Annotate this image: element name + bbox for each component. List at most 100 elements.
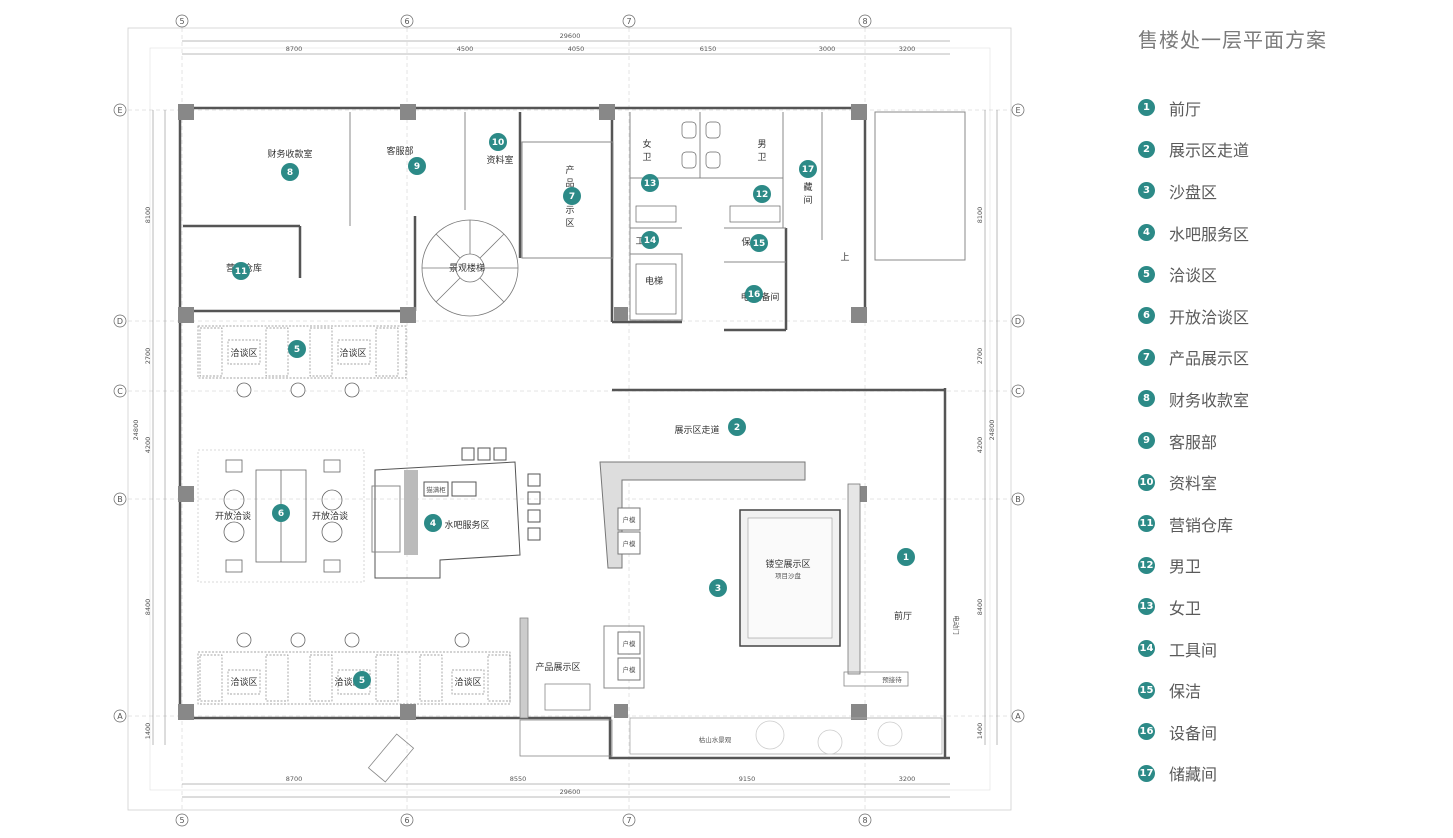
svg-text:6150: 6150 [700, 45, 717, 53]
svg-text:1400: 1400 [144, 723, 152, 740]
legend-label: 开放洽谈区 [1169, 307, 1250, 327]
legend-label: 设备间 [1169, 723, 1218, 743]
svg-text:洽谈区: 洽谈区 [230, 347, 257, 359]
legend-label: 女卫 [1169, 598, 1202, 618]
svg-text:水吧服务区: 水吧服务区 [444, 519, 489, 531]
svg-text:开放洽谈: 开放洽谈 [215, 510, 251, 522]
svg-text:5: 5 [359, 676, 365, 686]
svg-text:8100: 8100 [976, 207, 984, 224]
legend-label: 男卫 [1169, 557, 1202, 577]
svg-text:13: 13 [644, 179, 657, 189]
svg-text:项目沙盘: 项目沙盘 [775, 571, 802, 580]
number-badge: 17 [1138, 764, 1155, 782]
legend-item: 10 资料室 [1138, 461, 1438, 503]
svg-text:8100: 8100 [144, 207, 152, 224]
svg-text:枯山水景观: 枯山水景观 [699, 735, 732, 744]
svg-text:7: 7 [626, 816, 631, 825]
svg-text:10: 10 [492, 138, 505, 148]
svg-text:8550: 8550 [510, 775, 527, 783]
svg-text:品: 品 [565, 178, 574, 189]
svg-text:洽谈区: 洽谈区 [230, 676, 257, 688]
dimensions [152, 40, 998, 798]
legend-label: 营销仓库 [1169, 515, 1234, 535]
legend-label: 资料室 [1169, 474, 1218, 494]
number-badge: 12 [1138, 556, 1155, 574]
svg-text:户模: 户模 [623, 515, 637, 524]
svg-text:示: 示 [565, 206, 574, 216]
svg-text:女: 女 [642, 138, 651, 150]
spiral-stair [421, 219, 519, 317]
svg-text:A: A [117, 712, 123, 721]
number-badge: 10 [1138, 473, 1155, 491]
number-badge: 7 [1138, 348, 1155, 366]
number-badge: 1 [1138, 99, 1155, 117]
svg-text:8700: 8700 [286, 775, 303, 783]
svg-text:9: 9 [414, 162, 420, 172]
floor-plan: 5 6 7 8 5 6 7 8 E D C B A E D C B A [113, 14, 1025, 827]
svg-text:8: 8 [862, 17, 867, 26]
svg-text:景观楼梯: 景观楼梯 [449, 262, 485, 274]
number-badge: 14 [1138, 640, 1155, 658]
legend-item: 15 保洁 [1138, 669, 1438, 711]
svg-text:D: D [117, 317, 123, 326]
svg-text:E: E [117, 106, 122, 115]
svg-text:户模: 户模 [623, 539, 637, 548]
svg-text:15: 15 [753, 239, 766, 249]
svg-text:区: 区 [565, 218, 574, 229]
legend-label: 展示区走道 [1169, 141, 1250, 161]
number-badge: 3 [1138, 182, 1155, 200]
svg-text:5: 5 [179, 816, 184, 825]
svg-text:客服部: 客服部 [386, 145, 413, 157]
svg-text:4200: 4200 [976, 437, 984, 454]
svg-text:24800: 24800 [988, 420, 996, 441]
legend-label: 沙盘区 [1169, 182, 1218, 202]
number-badge: 15 [1138, 681, 1155, 699]
legend-item: 16 设备间 [1138, 711, 1438, 753]
svg-text:工: 工 [635, 237, 644, 247]
svg-text:E: E [1015, 106, 1020, 115]
svg-text:A: A [1015, 712, 1021, 721]
svg-text:资料室: 资料室 [486, 154, 513, 166]
legend-item: 17 储藏间 [1138, 753, 1438, 795]
svg-text:产: 产 [565, 164, 574, 176]
svg-text:1400: 1400 [976, 723, 984, 740]
svg-text:17: 17 [802, 165, 815, 175]
legend-item: 12 男卫 [1138, 545, 1438, 587]
svg-text:前厅: 前厅 [894, 610, 912, 622]
svg-text:7: 7 [569, 192, 575, 202]
svg-text:1: 1 [903, 553, 909, 563]
number-badge: 16 [1138, 723, 1155, 741]
svg-text:间: 间 [803, 194, 812, 206]
svg-text:镂空展示区: 镂空展示区 [765, 558, 810, 570]
svg-text:预接待: 预接待 [882, 675, 902, 684]
number-badge: 4 [1138, 224, 1155, 242]
svg-text:卫: 卫 [757, 153, 766, 163]
number-badge: 2 [1138, 140, 1155, 158]
svg-text:展示区走道: 展示区走道 [674, 424, 719, 436]
negotiation-furniture [197, 325, 511, 705]
legend-label: 水吧服务区 [1169, 224, 1250, 244]
svg-text:B: B [117, 495, 123, 504]
legend-label: 保洁 [1169, 682, 1202, 702]
svg-text:2700: 2700 [976, 348, 984, 365]
svg-text:上: 上 [840, 252, 849, 263]
legend-label: 储藏间 [1169, 765, 1218, 785]
svg-text:6: 6 [404, 17, 409, 26]
sand-table [599, 461, 861, 689]
svg-text:12: 12 [756, 190, 769, 200]
svg-text:24800: 24800 [132, 420, 140, 441]
svg-text:开放洽谈: 开放洽谈 [312, 510, 348, 522]
svg-text:8700: 8700 [286, 45, 303, 53]
svg-text:8400: 8400 [144, 599, 152, 616]
svg-text:14: 14 [644, 236, 657, 246]
svg-text:3: 3 [715, 584, 721, 594]
